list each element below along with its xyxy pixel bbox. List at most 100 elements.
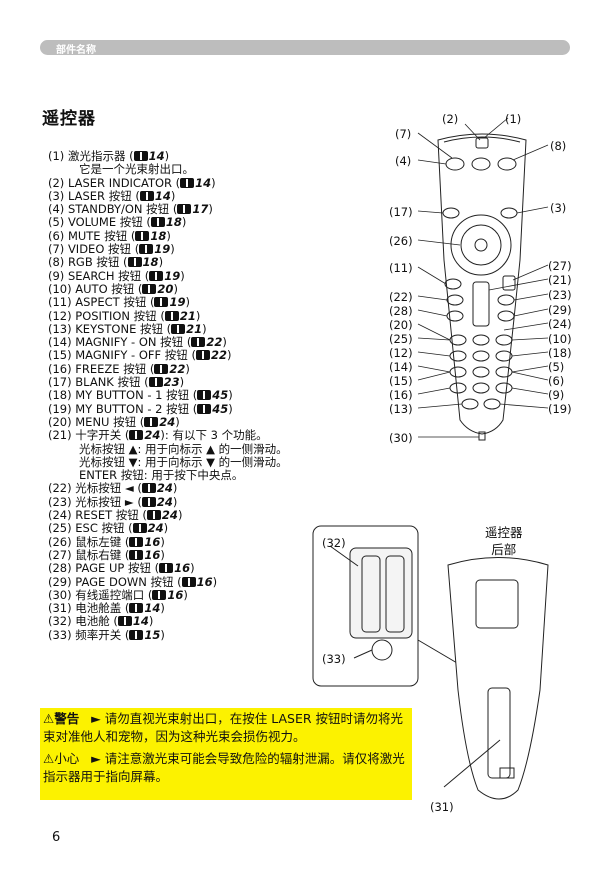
item-text: 光标按钮 ▼: 用于向标示 ▼ 的一侧滑动。 xyxy=(79,454,288,469)
callout-23: (23) xyxy=(548,288,572,302)
page-reference-link[interactable]: 19 xyxy=(169,295,186,310)
page-reference-link[interactable]: 24 xyxy=(156,494,173,509)
item-text: (14) MAGNIFY - ON 按钮 ( xyxy=(48,335,192,350)
item-tail: ) xyxy=(172,494,178,509)
page-reference-link[interactable]: 16 xyxy=(196,574,213,589)
book-icon xyxy=(141,496,156,507)
battery-inset-frame xyxy=(312,525,419,687)
book-icon xyxy=(180,177,195,188)
page-reference-link[interactable]: 21 xyxy=(179,308,196,323)
book-icon xyxy=(129,430,144,441)
list-item: (29) PAGE DOWN 按钮 (16) xyxy=(48,574,368,589)
caution-label: ⚠小心 xyxy=(43,751,80,766)
page-reference-link[interactable]: 14 xyxy=(154,188,171,203)
callout-27: (27) xyxy=(548,259,572,273)
callout-30: (30) xyxy=(389,431,413,445)
page-reference-link[interactable]: 14 xyxy=(195,175,212,190)
page-reference-link[interactable]: 15 xyxy=(144,627,161,642)
list-item: (9) SEARCH 按钮 (19) xyxy=(48,268,368,283)
book-icon xyxy=(129,549,144,560)
item-text: (7) VIDEO 按钮 ( xyxy=(48,242,140,257)
page-reference-link[interactable]: 45 xyxy=(212,401,229,416)
rear-view-label: 遥控器 后部 xyxy=(485,524,523,558)
item-text: 光标按钮 ▲: 用于向标示 ▲ 的一侧滑动。 xyxy=(79,441,288,456)
page-reference-link[interactable]: 18 xyxy=(165,215,182,230)
page-number: 6 xyxy=(52,830,61,845)
list-item: (2) LASER INDICATOR ( 14) xyxy=(48,175,368,190)
item-text: (25) ESC 按钮 ( xyxy=(48,521,133,536)
item-text: 它是一个光束射出口。 xyxy=(79,162,194,177)
book-icon xyxy=(197,390,212,401)
item-text: (20) MENU 按钮 ( xyxy=(48,414,145,429)
callout-7: (7) xyxy=(395,127,412,141)
page-reference-link[interactable]: 14 xyxy=(144,601,161,616)
page-reference-link[interactable]: 16 xyxy=(144,534,161,549)
callout-8: (8) xyxy=(550,139,567,153)
book-icon xyxy=(129,629,144,640)
page-reference-link[interactable]: 24 xyxy=(159,414,176,429)
page-reference-link[interactable]: 14 xyxy=(132,614,149,629)
page-reference-link[interactable]: 19 xyxy=(164,268,181,283)
list-item: (10) AUTO 按钮 (20) xyxy=(48,281,368,296)
page-reference-link[interactable]: 22 xyxy=(206,335,223,350)
page-reference-link[interactable]: 19 xyxy=(154,242,171,257)
callout-24: (24) xyxy=(548,317,572,331)
callout-21: (21) xyxy=(548,273,572,287)
item-tail: ) xyxy=(164,149,170,163)
list-item: (6) MUTE 按钮 (18) xyxy=(48,228,368,243)
item-tail: ) xyxy=(163,521,169,536)
item-tail: ) xyxy=(170,242,175,257)
item-tail: ) xyxy=(185,361,190,376)
page-reference-link[interactable]: 16 xyxy=(167,587,184,602)
item-tail: ) xyxy=(226,348,232,363)
page-reference-link[interactable]: 24 xyxy=(156,481,173,496)
page-reference-link[interactable]: 21 xyxy=(186,321,203,336)
item-tail: ) xyxy=(183,587,188,602)
callout-5: (5) xyxy=(548,360,565,374)
page-reference-link[interactable]: 14 xyxy=(148,149,165,163)
caution-paragraph: ⚠小心 ► 请注意激光束可能会导致危险的辐射泄漏。请仅将激光指示器用于指向屏幕。 xyxy=(43,750,409,786)
item-tail: ) xyxy=(179,375,185,390)
list-item: (8) RGB 按钮 (18) xyxy=(48,256,368,269)
item-tail: ) xyxy=(190,561,195,576)
book-icon xyxy=(132,523,147,534)
item-tail: ) xyxy=(181,215,187,230)
item-text: (6) MUTE 按钮 ( xyxy=(48,228,136,243)
callout-17: (17) xyxy=(389,205,413,219)
item-tail: ) xyxy=(211,175,216,190)
callout-31: (31) xyxy=(430,800,454,814)
page-reference-link[interactable]: 17 xyxy=(192,202,209,217)
item-text: (33) 频率开关 ( xyxy=(48,627,130,642)
page-reference-link[interactable]: 22 xyxy=(210,348,227,363)
item-tail: ) xyxy=(228,401,233,416)
page-reference-link[interactable]: 23 xyxy=(163,375,180,390)
callout-16: (16) xyxy=(389,388,413,402)
callout-1: (1) xyxy=(505,112,522,126)
page-reference-link[interactable]: 20 xyxy=(157,281,174,296)
callout-6: (6) xyxy=(548,374,565,388)
book-icon xyxy=(150,217,165,228)
book-icon xyxy=(135,230,150,241)
item-tail: ) xyxy=(173,281,178,296)
page-reference-link[interactable]: 24 xyxy=(161,508,178,523)
page-reference-link[interactable]: 45 xyxy=(212,388,229,403)
item-text: (15) MAGNIFY - OFF 按钮 ( xyxy=(48,348,196,363)
item-tail: ) xyxy=(160,547,165,562)
page-reference-link[interactable]: 16 xyxy=(144,547,161,562)
item-text: (9) SEARCH 按钮 ( xyxy=(48,268,150,283)
page-reference-link[interactable]: 18 xyxy=(142,255,159,270)
page-reference-link[interactable]: 24 xyxy=(144,428,161,443)
page-reference-link[interactable]: 22 xyxy=(169,361,186,376)
item-tail: ) xyxy=(222,335,227,350)
page-reference-link[interactable]: 18 xyxy=(150,228,167,243)
callout-4: (4) xyxy=(395,154,412,168)
item-text: (5) VOLUME 按钮 ( xyxy=(48,215,151,230)
list-item: (18) MY BUTTON - 1 按钮 (45) xyxy=(48,389,368,402)
book-icon xyxy=(154,297,169,308)
page-reference-link[interactable]: 24 xyxy=(147,521,164,536)
list-item: (7) VIDEO 按钮 ( 19) xyxy=(48,242,368,257)
item-text: (2) LASER INDICATOR ( xyxy=(48,175,181,190)
page-reference-link[interactable]: 16 xyxy=(174,561,191,576)
list-item: (11) ASPECT 按钮 (19) xyxy=(48,296,368,309)
item-text: ENTER 按钮: 用于按下中央点。 xyxy=(79,468,244,483)
